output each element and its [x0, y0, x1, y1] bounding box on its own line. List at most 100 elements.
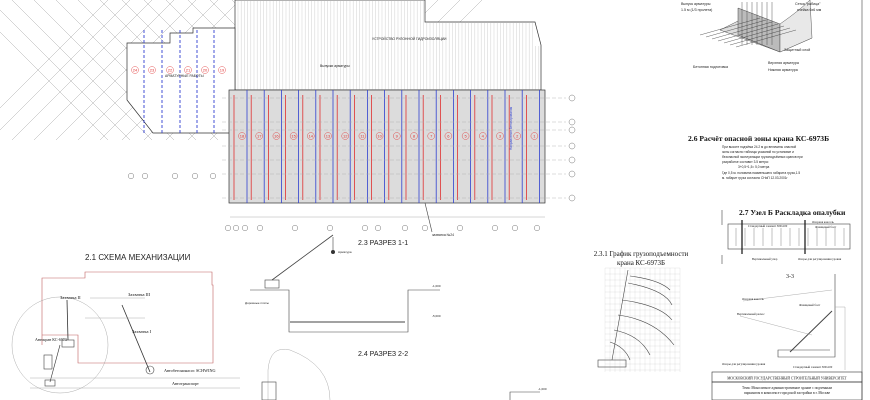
mesh-label-2: ячейка 6х6 мм [797, 8, 822, 12]
strip-number: 3 [499, 134, 502, 139]
axis-bubble [492, 224, 499, 231]
strip-number-circle [324, 132, 332, 140]
axis-bubble [568, 156, 576, 164]
grip-number-circle [148, 66, 156, 74]
axis-bubble [141, 172, 148, 179]
brace [789, 310, 833, 353]
mechanization-scheme: 2.1 СХЕМА МЕХАНИЗАЦИИ Захватка II Захват… [11, 253, 240, 394]
section11-title: 2.3 РАЗРЕЗ 1-1 [358, 240, 408, 247]
strip-number: 4 [482, 134, 485, 139]
danger-line: безопасной эксплуатации грузоподъёмных к… [722, 155, 803, 159]
axis-bubble [568, 118, 576, 126]
grip-number: 24 [133, 68, 138, 73]
outlet-label: Выпуск арматуры [681, 2, 711, 6]
grid-line [11, 0, 153, 141]
outlet-label-2: 1.5 м (1/3 пролета) [681, 8, 712, 12]
strip-number: 5 [464, 134, 467, 139]
axis-bubble [568, 126, 576, 134]
strip-number: 11 [360, 134, 365, 139]
pump-boom [121, 304, 151, 373]
slab-area [228, 89, 546, 204]
axis-bubble [568, 170, 576, 178]
danger-formula: 3+0,5+1,5= 5,0 метра [738, 165, 770, 169]
bolt-label-2: Фланцевый болт [799, 303, 821, 307]
axis-bubble [209, 172, 216, 179]
road-plates-label: Дорожные плиты [245, 301, 269, 305]
strip-number-circle [461, 132, 470, 140]
strip-number-circle [341, 132, 349, 140]
mesh-label: Сетка "рабица" [795, 2, 821, 6]
grid-line [0, 0, 131, 131]
grip-number: 22 [168, 68, 173, 73]
strip-number-circle [358, 132, 367, 140]
axis-bubble [375, 224, 382, 231]
section-2-2: 2.4 РАЗРЕЗ 2-2 -1,000 [261, 349, 547, 400]
strip-number-circle [479, 132, 487, 140]
rebar-bar [723, 25, 785, 44]
grip-number-circle [218, 66, 226, 74]
axis-bubble [457, 224, 464, 231]
grid-line [33, 0, 175, 141]
wing-area [126, 27, 236, 134]
axis-bubble [402, 224, 409, 231]
transport-label: Автотранспорт [172, 381, 199, 386]
formwork-wall [777, 274, 836, 358]
danger-zone-calc: 2.6 Расчёт опасной зоны крана КС-6973Б П… [688, 134, 829, 180]
axis-bubble [292, 224, 299, 231]
pump-icon [145, 365, 155, 375]
strip-number: 17 [257, 134, 262, 139]
waterproofing-hatch [237, 1, 539, 90]
rebar-label: Арматура [338, 250, 352, 254]
danger-line: разработке составит 3.5 метра: [722, 160, 769, 164]
axis-bubble [534, 224, 541, 231]
strip-number: 8 [413, 134, 416, 139]
strip-number: 16 [274, 134, 279, 139]
zone-label: захватка №24 [432, 233, 454, 237]
section-1-1: 2.3 РАЗРЕЗ 1-1 Арматура Дорожные плиты -… [245, 234, 441, 333]
strip-number-circle [375, 132, 384, 140]
rebar-outlet-label: Выпуски арматуры [320, 64, 350, 68]
chart-title-line1: 2.3.1 График грузоподъемности [594, 250, 689, 258]
console-label-2: Опорная консоль [742, 297, 765, 301]
rebar-bar [699, 17, 761, 36]
truck-icon [43, 354, 53, 370]
axis-bubble [232, 224, 239, 231]
axis-grid [127, 94, 576, 231]
strip-number-circle [238, 132, 246, 140]
strip-number: 2 [516, 134, 519, 139]
bottom-rebar-label: Нижняя арматура [768, 68, 798, 72]
grip-number-circle [166, 66, 174, 74]
crane-icon [264, 279, 280, 289]
axis-bubble [568, 194, 576, 202]
crane-reach-circle [11, 296, 109, 394]
grid-line [0, 0, 109, 109]
crane-boom-2 [49, 344, 61, 383]
strip-number-circle [496, 132, 504, 140]
strip-number: 6 [447, 134, 450, 139]
top-rebar-label: Верхняя арматура [768, 61, 799, 65]
strip-number: 14 [309, 134, 314, 139]
axis-bubble [171, 172, 178, 179]
grip-number: 21 [186, 68, 191, 73]
strip-number-circle [427, 132, 435, 140]
topic-line1: Тема: Монолитное административное здание… [742, 386, 833, 390]
rebar-bar [735, 29, 797, 48]
rebar-works-label: АРМАТУРНЫЕ РАБОТЫ [165, 74, 204, 78]
strip-number-circle [444, 132, 453, 140]
boom-reach-arc [267, 349, 331, 400]
strip-number: 10 [377, 134, 382, 139]
grip-number-circle [201, 66, 209, 74]
load-icon [331, 250, 335, 254]
strip-number-circle [530, 132, 539, 140]
strip-number: 9 [396, 134, 399, 139]
rebar-bar [705, 19, 767, 38]
strip-number-circle [307, 132, 315, 140]
crane-icon [61, 339, 75, 348]
strip-number-circle [513, 132, 521, 140]
strip-number-circle [289, 132, 298, 140]
hydro-label: УСТРОЙСТВО РУЛОННОЙ ГИДРОИЗОЛЯЦИИ [372, 37, 447, 41]
pump-icon [261, 381, 277, 400]
